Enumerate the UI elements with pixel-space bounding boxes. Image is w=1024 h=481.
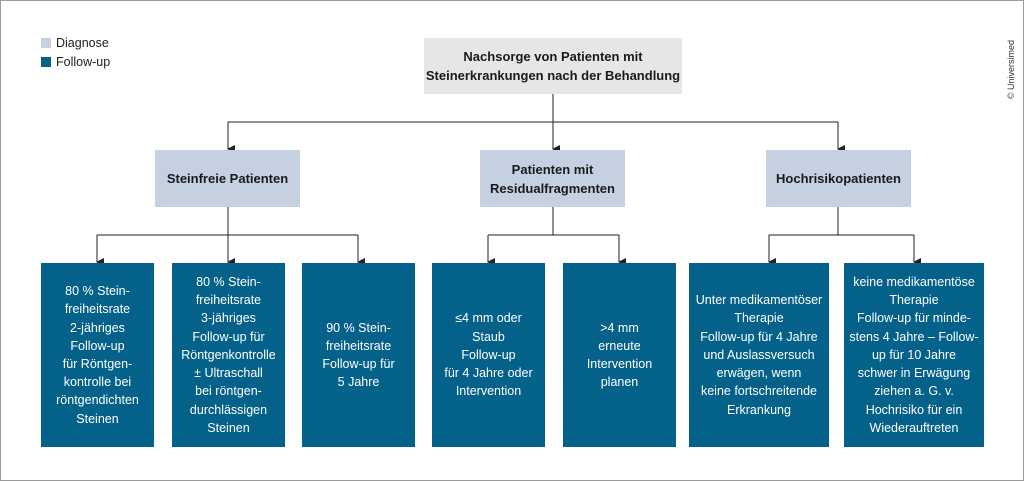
connector-residual	[488, 207, 619, 236]
root-box: Nachsorge von Patienten mit Steinerkrank…	[424, 38, 682, 94]
category-residualfragmente: Patienten mit Residualfragmenten	[480, 150, 625, 207]
leaf-box: 90 % Stein- freiheitsrate Follow-up für …	[302, 263, 415, 447]
legend-swatch-diagnose	[41, 38, 51, 48]
category-steinfreie-patienten: Steinfreie Patienten	[155, 150, 300, 207]
connector-steinfrei	[97, 207, 358, 236]
leaf-box: 80 % Stein- freiheitsrate 3-jähriges Fol…	[172, 263, 285, 447]
connector-hochrisiko	[769, 207, 914, 236]
connector-root	[228, 94, 838, 123]
leaf-box: >4 mm erneute Intervention planen	[563, 263, 676, 447]
legend-follow-up: Follow-up	[41, 55, 110, 69]
legend-swatch-follow-up	[41, 57, 51, 67]
leaf-box: Unter medikamentöser Therapie Follow-up …	[689, 263, 829, 447]
legend-diagnose: Diagnose	[41, 36, 109, 50]
legend-label: Follow-up	[56, 55, 111, 69]
legend-label: Diagnose	[56, 36, 109, 50]
leaf-box: 80 % Stein- freiheitsrate 2-jähriges Fol…	[41, 263, 154, 447]
leaf-box: ≤4 mm oder Staub Follow-up für 4 Jahre o…	[432, 263, 545, 447]
category-hochrisikopatienten: Hochrisikopatienten	[766, 150, 911, 207]
leaf-box: keine medikamentöse Therapie Follow-up f…	[844, 263, 984, 447]
